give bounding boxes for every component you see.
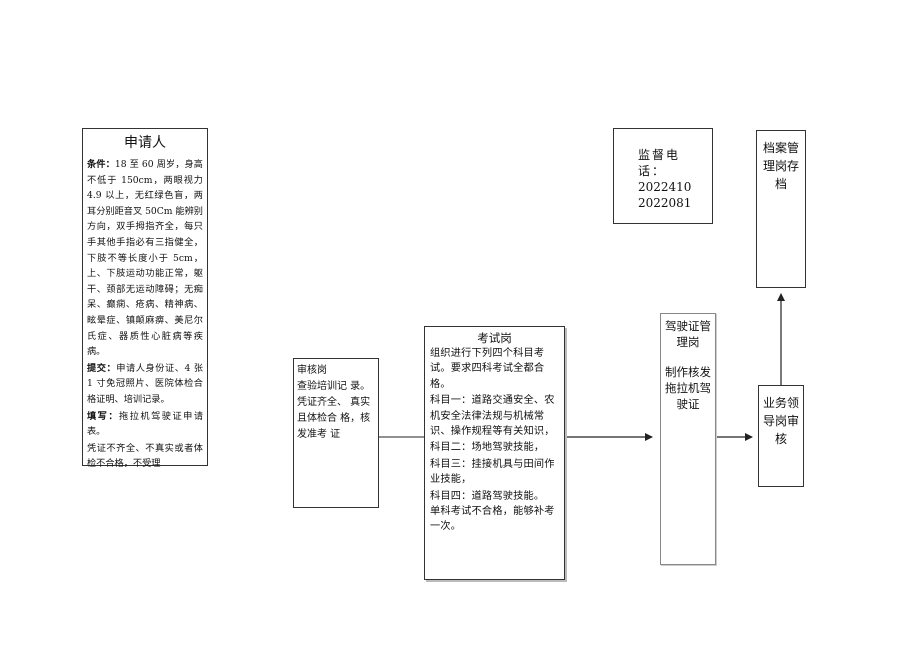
review-line1: 查验培训记 录。 [297, 381, 371, 392]
fill-text: 拖拉机驾驶证申请表。 [87, 410, 204, 438]
review-line2: 凭证齐全、 真实且体检合 格，核发准考 证 [297, 397, 371, 440]
submit-label: 提交： [87, 362, 117, 374]
archive-box: 档案管理岗存档 [756, 130, 806, 288]
review-title: 审核岗 [297, 365, 327, 376]
submit-text: 申请人身份证、4 张 1 寸免冠照片、医院体检合格证明、培训记录。 [87, 362, 204, 405]
license-box: 驾驶证管理岗 制作核发拖拉机驾驶证 [660, 313, 716, 565]
review-box: 审核岗 查验培训记 录。 凭证齐全、 真实且体检合 格，核发准考 证 [293, 358, 379, 508]
license-text: 制作核发拖拉机驾驶证 [665, 365, 711, 411]
exam-subject-3: 科目三：挂接机具与田间作业技能， [430, 458, 555, 486]
applicant-reject: 凭证不齐全、不真实或者体检不合格，不受理 [87, 442, 203, 470]
license-title: 驾驶证管理岗 [665, 319, 711, 349]
exam-subject-1: 科目一：道路交通安全、农机安全法律法规与机械常识、操作规程等有关知识， [430, 395, 555, 438]
exam-box: 考试岗 组织进行下列四个科目考试。要求四科考试全都合格。 科目一：道路交通安全、… [424, 326, 565, 580]
approve-title: 业务领导岗审核 [762, 396, 799, 446]
applicant-conditions: 条件：18 至 60 周岁，身高不低于 150cm，两眼视力 4.9 以上，无红… [87, 157, 203, 360]
exam-title: 考试岗 [477, 331, 512, 345]
supervise-phone-2: 2022081 [638, 196, 692, 210]
supervise-label: 监督电话： [638, 148, 681, 178]
approve-box: 业务领导岗审核 [758, 385, 804, 487]
exam-subject-4: 科目四：道路驾驶技能。 [430, 490, 545, 502]
archive-title: 档案管理岗存档 [762, 141, 799, 191]
applicant-box: 申请人 条件：18 至 60 周岁，身高不低于 150cm，两眼视力 4.9 以… [82, 128, 208, 469]
applicant-fill: 填写：拖拉机驾驶证申请表。 [87, 409, 203, 440]
fill-label: 填写： [87, 410, 120, 422]
supervise-phone-1: 2022410 [638, 180, 692, 194]
exam-intro: 组织进行下列四个科目考试。要求四科考试全都合格。 [430, 348, 545, 390]
applicant-title: 申请人 [124, 135, 166, 151]
exam-subject-2: 科目二：场地驾驶技能， [430, 442, 545, 454]
exam-note: 单科考试不合格，能够补考一次。 [430, 506, 555, 533]
conditions-text: 18 至 60 周岁，身高不低于 150cm，两眼视力 4.9 以上，无红绿色盲… [87, 159, 203, 358]
conditions-label: 条件： [87, 159, 115, 170]
applicant-submit: 提交：申请人身份证、4 张 1 寸免冠照片、医院体检合格证明、培训记录。 [87, 361, 203, 408]
supervise-box: 监督电话： 2022410 2022081 [613, 128, 713, 224]
